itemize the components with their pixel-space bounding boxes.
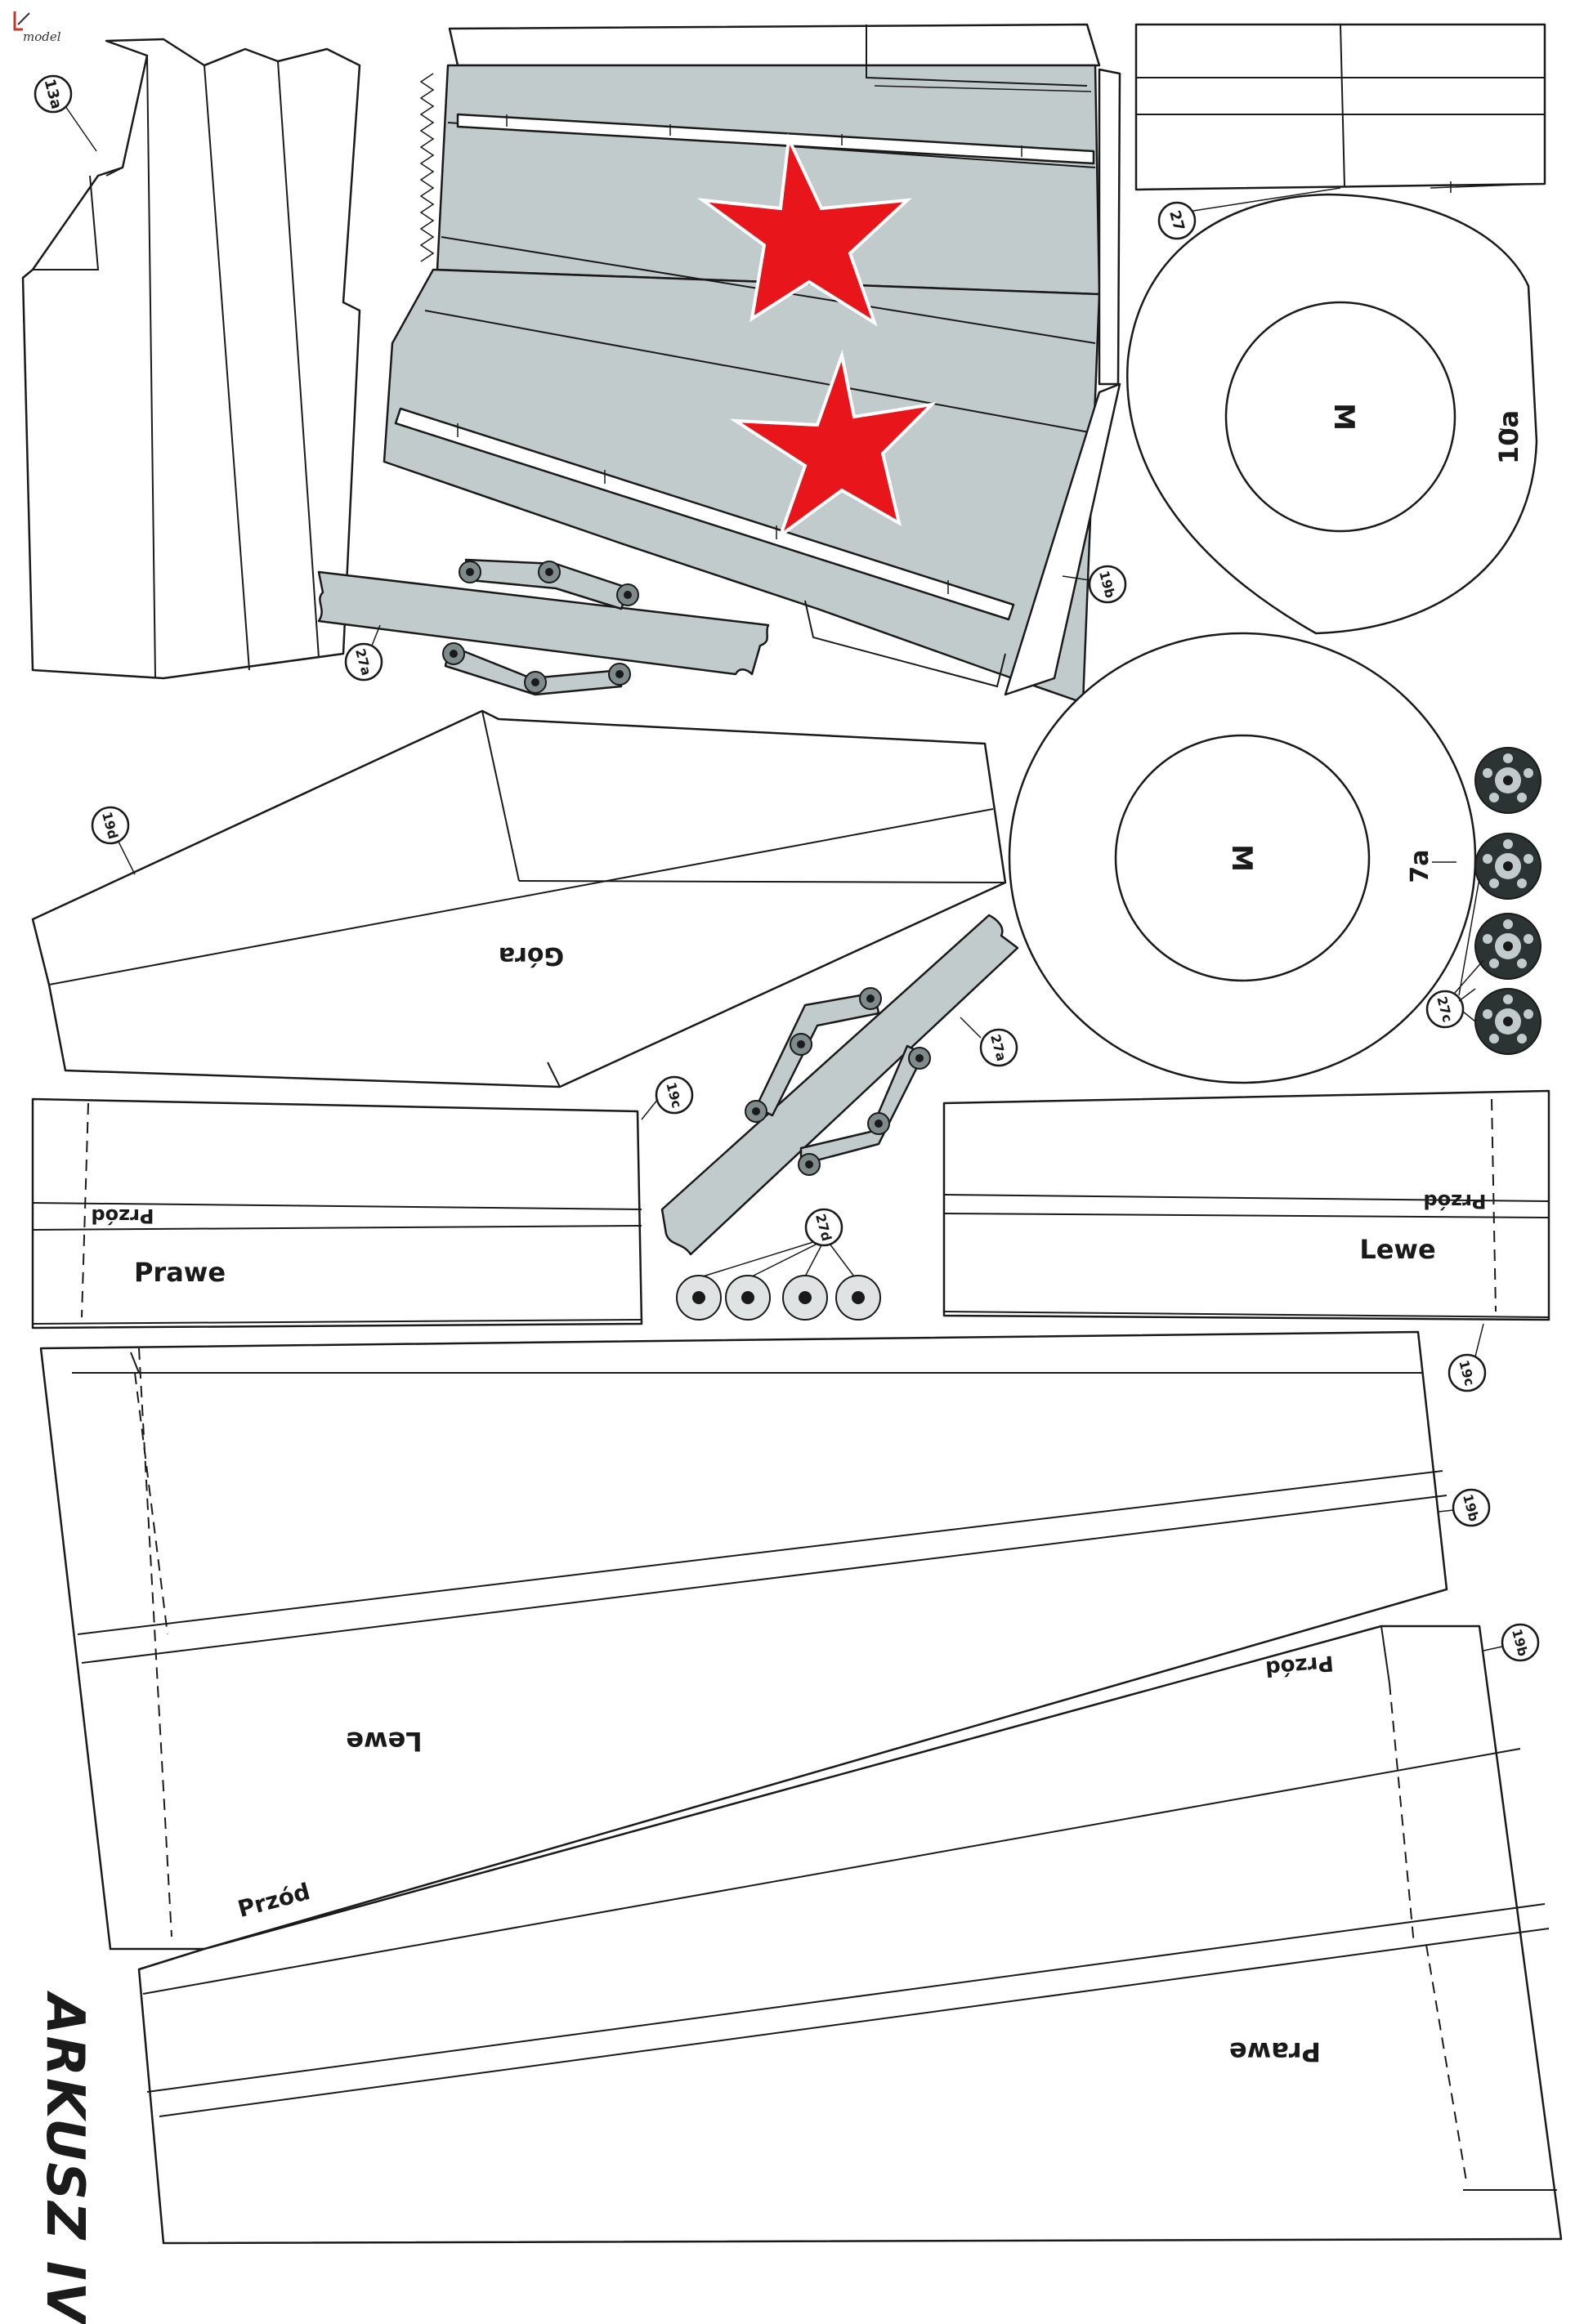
wheel-mark-mid: M bbox=[1225, 844, 1258, 872]
publisher-logo: model bbox=[7, 8, 72, 44]
part-10a-wheel: M 10a bbox=[1126, 193, 1538, 635]
label-10a: 10a bbox=[1493, 410, 1524, 464]
hub-2 bbox=[1474, 833, 1541, 900]
label-przod-big-bottom: Przód bbox=[1264, 1650, 1335, 1680]
wheel-mark-top: M bbox=[1327, 403, 1360, 431]
part-27d-discs: 27d bbox=[676, 1208, 881, 1321]
part-27a-mid: 27a bbox=[660, 914, 1019, 1256]
part-27a-top: 27a bbox=[317, 558, 770, 696]
label-prawe-left-strip: Prawe bbox=[134, 1257, 226, 1288]
label-przod-left-strip: Przód bbox=[91, 1204, 154, 1227]
label-lewe-big: Lewe bbox=[346, 1726, 422, 1757]
hub-3 bbox=[1474, 913, 1541, 980]
label-prawe-big: Prawe bbox=[1229, 2036, 1321, 2067]
part-27: 27 bbox=[1134, 23, 1546, 240]
links-27a-top bbox=[442, 558, 639, 696]
part-7a-wheel: M 7a bbox=[1008, 632, 1477, 1084]
part-13a: 13a bbox=[21, 38, 361, 680]
hub-1 bbox=[1474, 747, 1541, 814]
part-27c-hubs: 27c bbox=[1425, 747, 1541, 1055]
hub-4 bbox=[1474, 988, 1541, 1055]
label-7a: 7a bbox=[1406, 849, 1434, 883]
part-19c-left: 19c Przód Prawe bbox=[31, 1075, 694, 1330]
label-przod-right-strip: Przód bbox=[1423, 1190, 1486, 1213]
part-19b-right-wing: 19b Przód Prawe bbox=[137, 1623, 1563, 2245]
part-19d: 19d Góra bbox=[31, 709, 1007, 1088]
sheet-title: ARKUSZ IV bbox=[34, 1994, 95, 2324]
part-19c-right: 19c Przód Lewe bbox=[942, 1089, 1550, 1392]
part-19b-left-wing: 19b Lewe Przód bbox=[39, 1330, 1491, 1951]
cutout-sheet: .cut { fill: #ffffff; stroke: #1a1a1a; s… bbox=[21, 23, 1563, 2245]
part-wing-grey: 19b bbox=[383, 23, 1127, 704]
label-gora: Góra bbox=[499, 941, 564, 970]
logo-text: model bbox=[23, 29, 61, 44]
label-lewe-right-strip: Lewe bbox=[1359, 1234, 1435, 1265]
